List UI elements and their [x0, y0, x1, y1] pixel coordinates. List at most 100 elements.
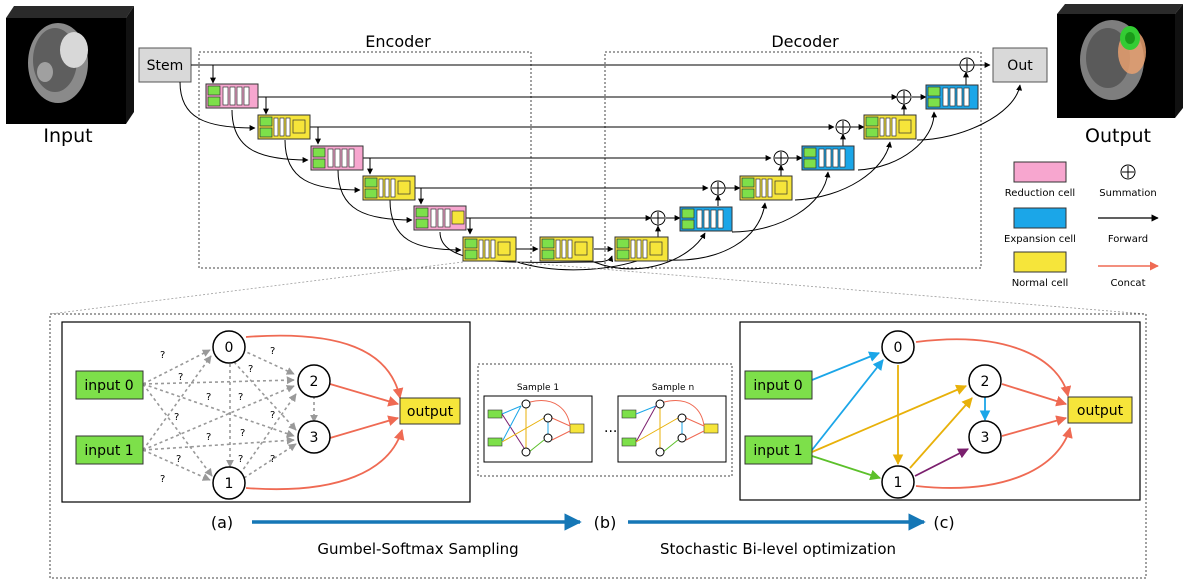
q-mark: ? — [240, 428, 245, 439]
decoder-title: Decoder — [771, 32, 839, 51]
q-mark: ? — [238, 454, 243, 465]
panel-c-output — [1067, 396, 1133, 424]
panel-a-node-3 — [297, 420, 331, 454]
zoom-guide-left — [49, 261, 464, 315]
encoder-box — [198, 51, 532, 269]
expansion-cell-1 — [679, 206, 733, 232]
panel-c-node-2-label: 2 — [981, 374, 990, 390]
panel-c-node-0-label: 0 — [894, 340, 903, 356]
panel-c-edges — [811, 338, 1073, 489]
q-mark: ? — [160, 350, 165, 361]
panel-a-input0-label: input 0 — [84, 378, 133, 394]
normal-cell-5 — [614, 236, 669, 262]
panel-a-output — [399, 397, 461, 425]
panel-a-node-1-label: 1 — [225, 476, 234, 492]
panel-c-input0 — [744, 370, 813, 400]
out-box — [992, 47, 1048, 83]
expansion-cell-3 — [925, 84, 979, 110]
panel-a-node-1 — [212, 466, 246, 500]
legend-reduction-label: Reduction cell — [1005, 188, 1075, 199]
panel-a-input0 — [75, 370, 144, 400]
panel-b-ellipsis: ... — [604, 420, 617, 436]
output-caption: Output — [1085, 125, 1151, 147]
legend-expansion-label: Expansion cell — [1004, 234, 1076, 245]
q-mark: ? — [238, 392, 243, 403]
bilevel-optimization-label: Stochastic Bi-level optimization — [660, 540, 896, 558]
normal-cell-2 — [362, 175, 416, 201]
expansion-cell-2 — [801, 145, 855, 171]
q-mark: ? — [174, 412, 179, 423]
panel-c-node-1 — [881, 465, 915, 499]
panel-a-node-3-label: 3 — [310, 430, 319, 446]
legend-expansion-swatch — [1013, 207, 1067, 229]
label-a: (a) — [211, 513, 233, 532]
encoder-title: Encoder — [365, 32, 431, 51]
out-label: Out — [1007, 58, 1033, 74]
gumbel-softmax-label: Gumbel-Softmax Sampling — [317, 540, 518, 558]
panel-c-node-3 — [968, 420, 1002, 454]
panel-b — [477, 363, 733, 477]
panel-b-sample-n: Sample n — [617, 383, 727, 463]
panel-a-input1-label: input 1 — [84, 443, 133, 459]
legend-normal-label: Normal cell — [1012, 278, 1069, 289]
panel-c-input1 — [744, 435, 813, 465]
panel-b-sample-1: Sample 1 — [483, 383, 593, 463]
legend-summation-label: Summation — [1099, 188, 1156, 199]
panel-c-node-1-label: 1 — [894, 475, 903, 491]
summation-nodes — [650, 57, 975, 226]
normal-cell-6 — [739, 175, 793, 201]
q-mark: ? — [160, 474, 165, 485]
panel-a-concat-edges — [245, 334, 405, 490]
reduction-cell-1 — [205, 83, 259, 109]
panel-a-output-label: output — [407, 404, 454, 420]
input-caption: Input — [43, 125, 92, 147]
search-process-box — [49, 313, 1147, 579]
normal-cell-1 — [257, 114, 311, 140]
legend: Reduction cell Expansion cell Normal cel… — [1004, 161, 1159, 289]
normal-cell-4 — [539, 236, 594, 262]
panel-a-gray-edges — [142, 349, 318, 481]
label-b: (b) — [594, 513, 617, 532]
panel-a-node-2-label: 2 — [310, 374, 319, 390]
legend-forward-label: Forward — [1108, 234, 1148, 245]
samplen-label: Sample n — [652, 383, 694, 393]
input-brain-image — [6, 6, 134, 124]
summation-icon — [1120, 164, 1136, 180]
panel-c-node-0 — [881, 330, 915, 364]
q-mark: ? — [176, 454, 181, 465]
zoom-guide-right — [515, 261, 1147, 315]
q-mark: ? — [206, 392, 211, 403]
legend-concat-label: Concat — [1111, 278, 1146, 289]
label-c: (c) — [933, 513, 954, 532]
panel-c-node-2 — [968, 364, 1002, 398]
panel-c-input1-label: input 1 — [753, 443, 802, 459]
skip-connections — [179, 62, 1023, 271]
q-mark: ? — [270, 410, 275, 421]
q-mark: ? — [248, 364, 253, 375]
reduction-cell-3 — [413, 205, 467, 231]
panel-a-node-0 — [212, 330, 246, 364]
legend-normal-swatch — [1013, 251, 1067, 273]
panel-a-input1 — [75, 435, 144, 465]
stem-box — [138, 47, 192, 83]
decoder-box — [604, 51, 982, 269]
output-brain-image — [1057, 4, 1183, 118]
q-mark: ? — [270, 454, 275, 465]
q-mark: ? — [178, 372, 183, 383]
panel-a-question-marks: ? ? ? ? ? ? ? ? ? ? ? ? ? ? — [160, 346, 275, 485]
panel-c-nodes — [881, 330, 1002, 499]
stem-label: Stem — [147, 58, 184, 74]
panel-a-nodes — [212, 330, 331, 500]
sample1-label: Sample 1 — [517, 383, 559, 393]
normal-cell-3 — [462, 236, 517, 262]
panel-c-input0-label: input 0 — [753, 378, 802, 394]
legend-reduction-swatch — [1013, 161, 1067, 183]
normal-cell-7 — [863, 114, 917, 140]
q-mark: ? — [270, 346, 275, 357]
panel-a-node-2 — [297, 364, 331, 398]
panel-a-node-0-label: 0 — [225, 340, 234, 356]
panel-c-node-3-label: 3 — [981, 430, 990, 446]
q-mark: ? — [206, 432, 211, 443]
reduction-cell-2 — [310, 145, 364, 171]
